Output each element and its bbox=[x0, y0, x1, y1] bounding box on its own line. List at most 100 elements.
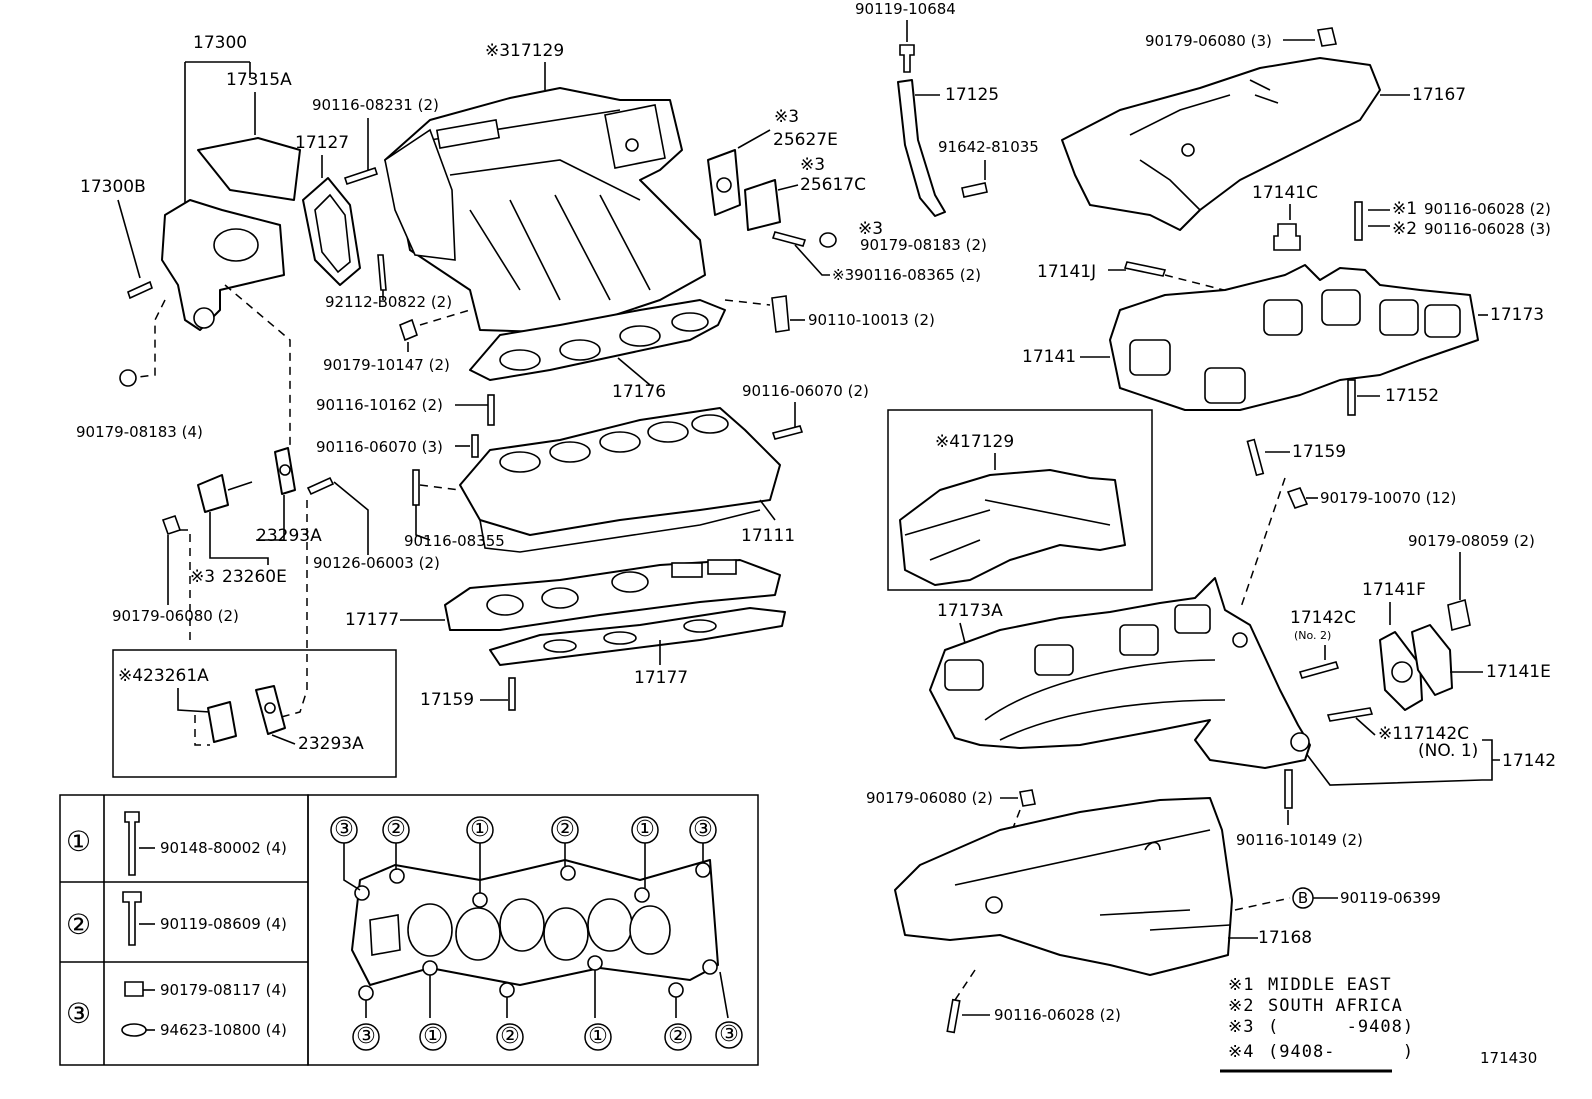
torque-top-5: ① bbox=[635, 817, 655, 842]
label-90110-10013: 90110-10013 (2) bbox=[808, 311, 935, 329]
label-90179-08183-2-mark: ※3 bbox=[858, 219, 883, 239]
label-90116-06070-3: 90116-06070 (3) bbox=[316, 438, 443, 456]
nut-90179-08059 bbox=[1447, 598, 1471, 632]
label-17142C-1: ※117142C bbox=[1378, 724, 1469, 744]
label-90179-06080-2a: 90179-06080 (2) bbox=[112, 607, 239, 625]
label-90179-08183-4: 90179-08183 (4) bbox=[76, 423, 203, 441]
bolt-17300B bbox=[127, 280, 153, 300]
label-25617C: 25617C bbox=[800, 175, 866, 195]
stud-90116-08365 bbox=[771, 231, 807, 247]
stud-17142C-2 bbox=[1298, 661, 1340, 679]
stud-90116-06028 bbox=[1354, 201, 1363, 241]
label-17125: 17125 bbox=[945, 85, 999, 105]
torque-bottom-3: ② bbox=[500, 1024, 520, 1049]
label-17300B: 17300B bbox=[80, 177, 146, 197]
plenum-flange bbox=[384, 128, 456, 261]
bolt-table-marker-1: ① bbox=[66, 825, 91, 858]
inset-box-23261A bbox=[112, 649, 397, 778]
label-17177-a: 17177 bbox=[345, 610, 399, 630]
stud-17142C-1 bbox=[1326, 707, 1374, 722]
legend-text-2: SOUTH AFRICA bbox=[1268, 996, 1403, 1016]
legend-text-4: (9408- ) bbox=[1268, 1042, 1414, 1062]
torque-bottom-6: ③ bbox=[719, 1022, 739, 1047]
label-90116-08231: 90116-08231 (2) bbox=[312, 96, 439, 114]
intake-manifold-group: ※317129 17127 90116-08231 (2) 92112-B082… bbox=[295, 41, 987, 711]
label-90119-06399: 90119-06399 bbox=[1340, 889, 1441, 907]
label-25627E: 25627E bbox=[773, 130, 838, 150]
stud-90116-06070-2 bbox=[771, 425, 804, 440]
label-17127: 17127 bbox=[295, 133, 349, 153]
stud-90116-08231 bbox=[343, 166, 379, 186]
label-17111: 17111 bbox=[741, 526, 795, 546]
legend-mark-2: ※2 bbox=[1228, 996, 1254, 1016]
stud-92112-B0822 bbox=[377, 254, 387, 291]
label-90119-06399-mark: B bbox=[1298, 889, 1308, 907]
bolt-table-part-3b: 94623-10800 (4) bbox=[160, 1021, 287, 1039]
label-90116-06028-bottom: 90116-06028 (2) bbox=[994, 1006, 1121, 1024]
label-17129-inset: ※417129 bbox=[935, 432, 1014, 452]
label-23293A-2: 23293A bbox=[298, 734, 364, 754]
label-90116-08355: 90116-08355 bbox=[404, 532, 505, 550]
throttle-body bbox=[161, 199, 285, 331]
stay-group: 90119-10684 17125 91642-81035 bbox=[855, 0, 1039, 217]
gasket-25617C bbox=[744, 179, 781, 231]
label-17142C-2-sub: (No. 2) bbox=[1294, 629, 1331, 642]
bolt-table-marker-3: ③ bbox=[66, 997, 91, 1030]
label-91642-81035: 91642-81035 bbox=[938, 138, 1039, 156]
exhaust-manifold-upper-group: 17141C ※1 90116-06028 (2) ※2 90116-06028… bbox=[1022, 183, 1551, 416]
legend-mark-3: ※3 bbox=[1228, 1017, 1254, 1037]
label-25617C-mark: ※3 bbox=[800, 155, 825, 175]
bolt-90119-10684 bbox=[899, 44, 915, 73]
bolt-91642-81035 bbox=[961, 182, 988, 198]
heat-insulator-upper-group: 90179-06080 (3) 17167 bbox=[1061, 27, 1466, 231]
label-17142C-2: 17142C bbox=[1290, 608, 1356, 628]
bolt-90110-10013 bbox=[771, 295, 790, 333]
stud-17152 bbox=[1347, 379, 1356, 416]
torque-top-4: ② bbox=[555, 817, 575, 842]
plug-17141C bbox=[1273, 223, 1301, 251]
label-17141J: 17141J bbox=[1037, 262, 1096, 282]
label-23293A-1: 23293A bbox=[256, 526, 322, 546]
bolt-icon-1 bbox=[124, 811, 140, 876]
label-90179-10070: 90179-10070 (12) bbox=[1320, 489, 1456, 507]
label-17141C: 17141C bbox=[1252, 183, 1318, 203]
label-90126-06003: 90126-06003 (2) bbox=[313, 554, 440, 572]
torque-top-2: ② bbox=[386, 817, 406, 842]
inset-17129: ※417129 bbox=[887, 409, 1153, 591]
torque-bottom-1: ③ bbox=[356, 1024, 376, 1049]
heat-insulator-17168 bbox=[894, 797, 1233, 976]
torque-bottom-2: ① bbox=[423, 1024, 443, 1049]
bolt-table-marker-2: ② bbox=[66, 908, 91, 941]
bolt-table-part-2: 90119-08609 (4) bbox=[160, 915, 287, 933]
label-90116-08365: ※390116-08365 (2) bbox=[832, 266, 981, 284]
washer-icon-3 bbox=[121, 1023, 147, 1037]
bolt-table-part-3a: 90179-08117 (4) bbox=[160, 981, 287, 999]
label-17129-top: ※317129 bbox=[485, 41, 564, 61]
stay-17125 bbox=[897, 79, 946, 217]
region-legend: ※1 MIDDLE EAST ※2 SOUTH AFRICA ※3 ( -940… bbox=[1220, 975, 1414, 1073]
label-17176: 17176 bbox=[612, 382, 666, 402]
torque-pattern: ③ ② ① ② ① ③ ③ ① ② ① ② ③ bbox=[307, 794, 759, 1066]
gasket-23261A bbox=[207, 701, 237, 743]
label-17142: 17142 bbox=[1502, 751, 1556, 771]
label-25627E-mark: ※3 bbox=[774, 107, 799, 127]
label-90179-08059: 90179-08059 (2) bbox=[1408, 532, 1535, 550]
nut-icon-3 bbox=[124, 981, 144, 997]
stud-90116-06028-bottom bbox=[946, 998, 961, 1034]
stud-17159-left bbox=[508, 677, 516, 711]
label-17141E: 17141E bbox=[1486, 662, 1551, 682]
label-90119-10684: 90119-10684 bbox=[855, 0, 956, 18]
heat-insulator-lower-group: 90179-06080 (2) 90116-10149 (2) B 90119-… bbox=[866, 769, 1441, 1034]
bolt-table-part-1: 90148-80002 (4) bbox=[160, 839, 287, 857]
torque-top-6: ③ bbox=[693, 817, 713, 842]
label-17300: 17300 bbox=[193, 33, 247, 53]
label-90116-10162: 90116-10162 (2) bbox=[316, 396, 443, 414]
legend-mark-1: ※1 bbox=[1228, 975, 1254, 995]
legend-text-3: ( -9408) bbox=[1268, 1017, 1414, 1037]
label-90116-06028-2: 90116-06028 (2) bbox=[1424, 200, 1551, 218]
nut-90179-06080 bbox=[161, 514, 182, 536]
bolt-icon-2 bbox=[122, 891, 142, 946]
bolt-table: ① 90148-80002 (4) ② 90119-08609 (4) ③ 90… bbox=[59, 794, 309, 1066]
plate-17141E bbox=[1411, 624, 1453, 696]
stud-90116-06070-3 bbox=[471, 434, 479, 458]
